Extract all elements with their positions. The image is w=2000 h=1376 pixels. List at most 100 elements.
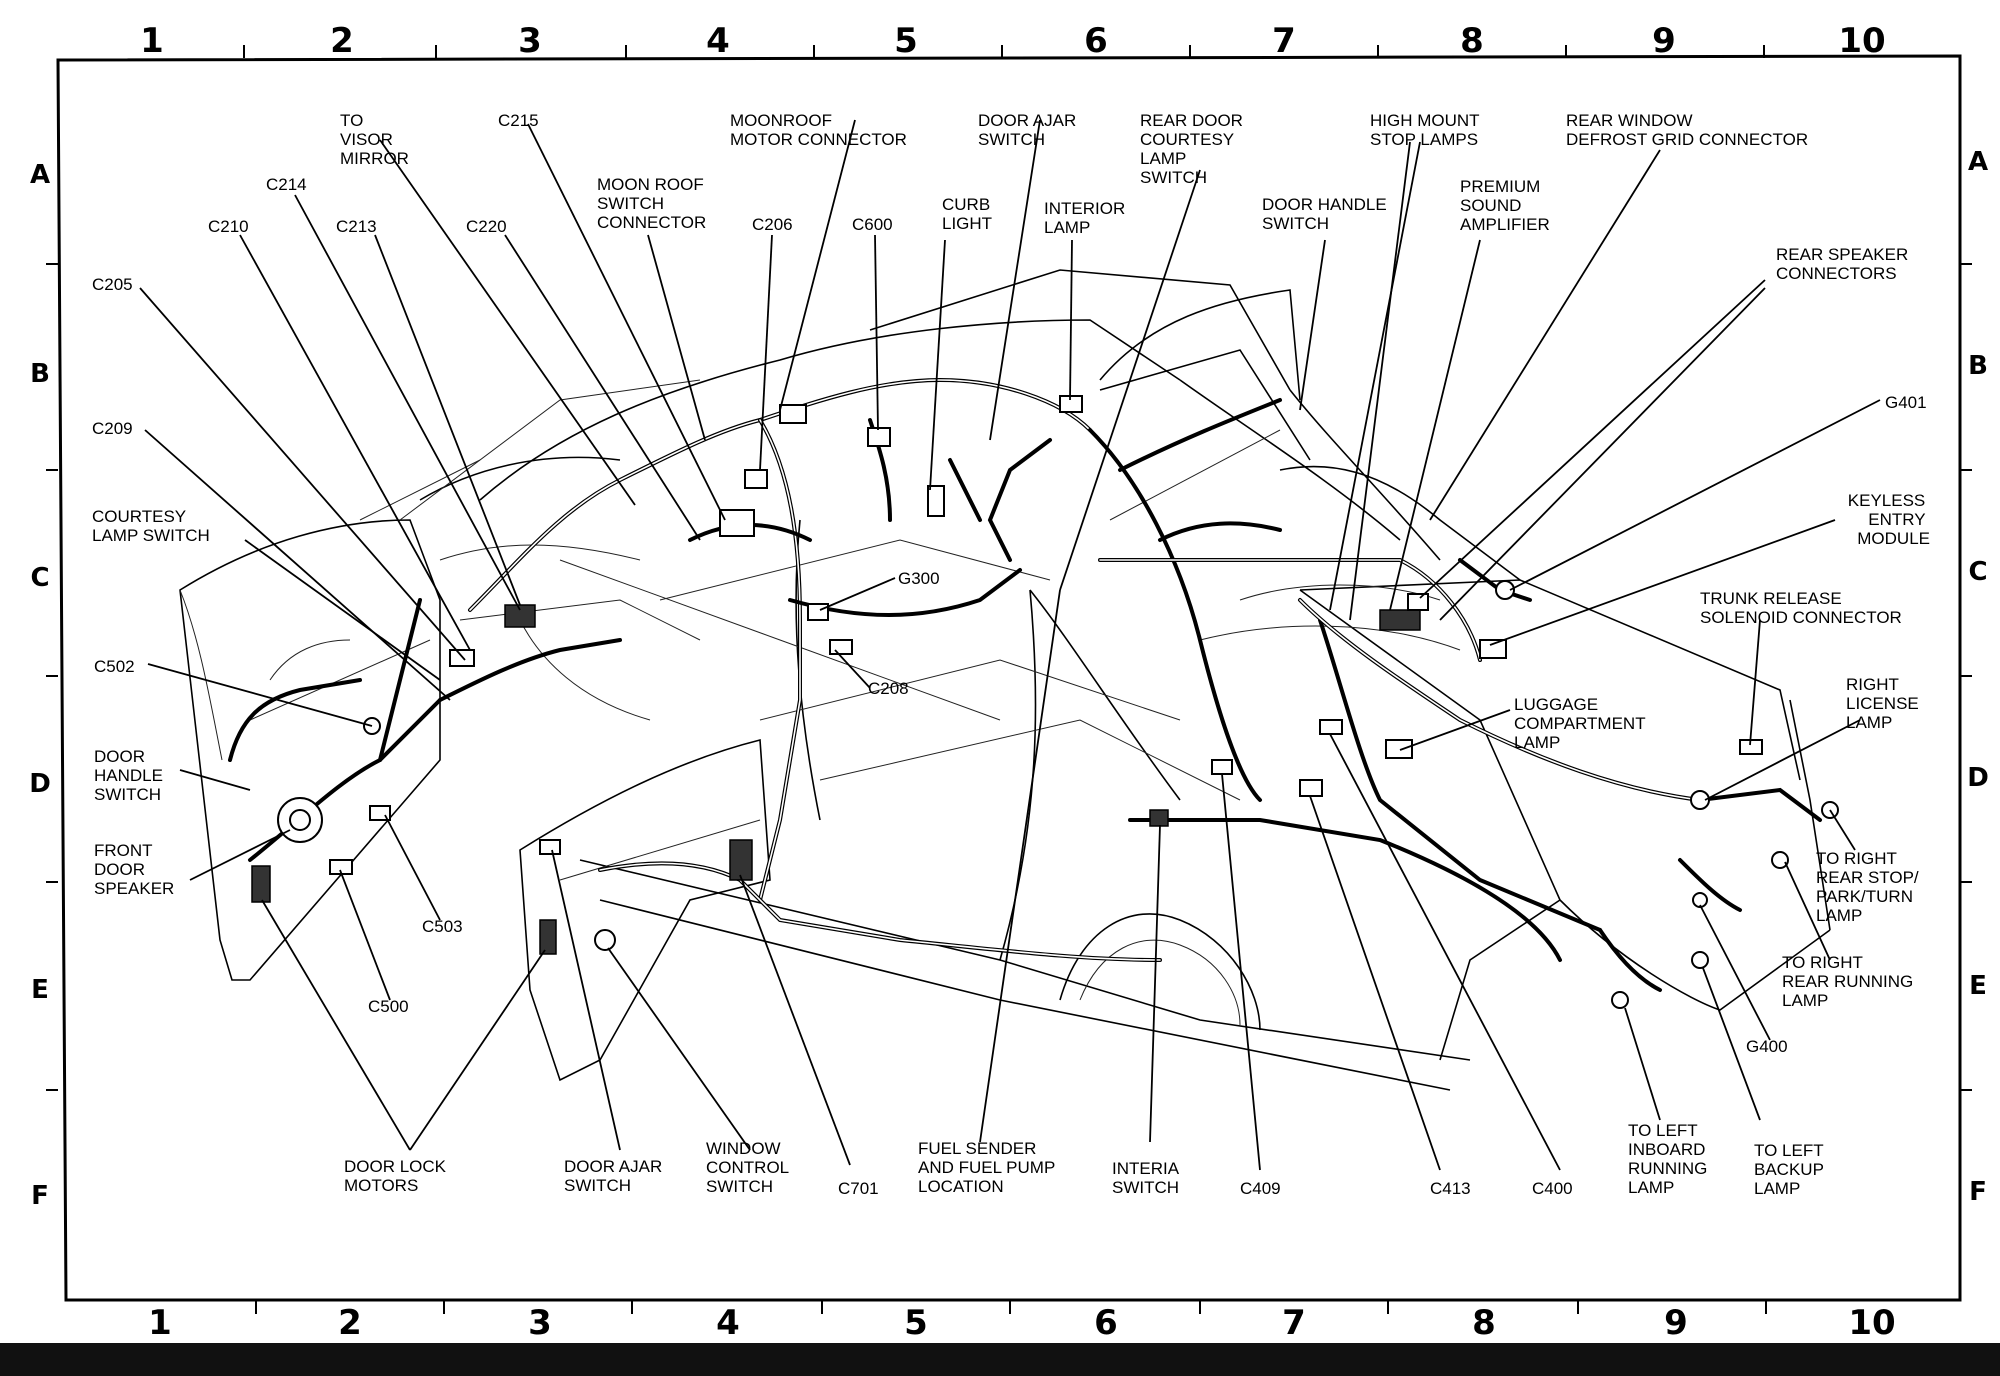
row-label: F [1969,1177,1987,1207]
grommet-g401 [1495,580,1515,600]
col-label: 2 [338,1303,362,1343]
row-label: D [1967,763,1989,793]
row-label: F [31,1181,49,1211]
col-label: 1 [148,1303,172,1343]
label-to-left-inboard-running-lamp: TO LEFT INBOARD RUNNING LAMP [1628,1121,1712,1197]
label-c206: C206 [752,215,793,234]
connector-c400 [1319,719,1343,735]
col-label: 4 [716,1303,740,1343]
label-c209: C209 [92,419,133,438]
connector-moonroof-motor [779,404,807,424]
label-door-ajar-switch-bottom: DOOR AJAR SWITCH [564,1157,667,1195]
connector-c210 [449,649,475,667]
label-c500: C500 [368,997,409,1016]
col-label: 8 [1460,21,1484,61]
label-rear-door-courtesy-lamp-switch: REAR DOOR COURTESY LAMP SWITCH [1140,111,1248,187]
connector-keyless [1479,639,1507,659]
label-g400: G400 [1746,1037,1788,1056]
label-c208: C208 [868,679,909,698]
connector-rear-speaker [1407,593,1429,611]
wiring-harness [228,377,1822,992]
col-label: 3 [528,1303,552,1343]
label-front-door-speaker: FRONT DOOR SPEAKER [94,841,174,898]
label-keyless-entry-module: KEYLESS ENTRY MODULE [1848,491,1930,548]
diagram-frame [56,54,1962,1302]
connector-interia-switch [1149,809,1169,827]
connector-c409 [1211,759,1233,775]
col-label: 6 [1084,21,1108,61]
label-interior-lamp: INTERIOR LAMP [1044,199,1130,237]
connector-c600 [867,427,891,447]
label-luggage-compartment-lamp: LUGGAGE COMPARTMENT LAMP [1514,695,1650,752]
label-courtesy-lamp-switch: COURTESY LAMP SWITCH [92,507,210,545]
bottom-ruler [255,1300,1767,1314]
row-label: E [31,975,49,1005]
col-label: 4 [706,21,730,61]
speaker-grille [289,809,311,831]
label-rear-window-defrost-grid-connector: REAR WINDOW DEFROST GRID CONNECTOR [1566,111,1808,149]
label-to-visor-mirror: TO VISOR MIRROR [340,111,409,168]
window-control-switch [594,929,616,951]
row-letters-right: A B C D E F [1967,147,1989,1207]
label-c503: C503 [422,917,463,936]
label-door-ajar-switch-top: DOOR AJAR SWITCH [978,111,1081,149]
connector-door-ajar-rear [539,839,561,855]
label-c215: C215 [498,111,539,130]
label-to-right-rear-stop-park-turn-lamp: TO RIGHT REAR STOP/ PARK/TURN LAMP [1816,849,1923,925]
label-c210: C210 [208,217,249,236]
label-door-handle-switch-left: DOOR HANDLE SWITCH [94,747,168,804]
connector-c215 [719,509,755,537]
lamp-socket-left-inboard [1611,991,1629,1009]
label-g401: G401 [1885,393,1927,412]
connector-c206 [744,469,768,489]
connector-g300 [807,603,829,621]
label-rear-speaker-connectors: REAR SPEAKER CONNECTORS [1776,245,1913,283]
col-label: 9 [1652,21,1676,61]
connector-interior-lamp [1059,395,1083,413]
col-label: 6 [1094,1303,1118,1343]
column-numbers-top: 1 2 3 4 5 6 7 8 9 10 [140,21,1886,61]
col-label: 5 [894,21,918,61]
label-window-control-switch: WINDOW CONTROL SWITCH [706,1139,793,1196]
label-fuel-sender-and-fuel-pump-location: FUEL SENDER AND FUEL PUMP LOCATION [918,1139,1060,1196]
label-c413: C413 [1430,1179,1471,1198]
label-moonroof-motor-connector: MOONROOF MOTOR CONNECTOR [730,111,907,149]
connector-curb-light [927,485,945,517]
top-ruler [243,45,1765,58]
label-door-handle-switch-top: DOOR HANDLE SWITCH [1262,195,1391,233]
col-label: 10 [1838,21,1885,61]
label-c409: C409 [1240,1179,1281,1198]
col-label: 2 [330,21,354,61]
label-c213: C213 [336,217,377,236]
label-interia-switch: INTERIA SWITCH [1112,1159,1183,1197]
grommet-g400 [1692,892,1708,908]
column-numbers-bottom: 1 2 3 4 5 6 7 8 9 10 [148,1303,1896,1343]
col-label: 7 [1272,21,1296,61]
label-premium-sound-amplifier: PREMIUM SOUND AMPLIFIER [1460,177,1550,234]
footer-bar [0,1343,2000,1376]
label-high-mount-stop-lamps: HIGH MOUNT STOP LAMPS [1370,111,1484,149]
leader-lines [139,119,1881,1171]
label-c205: C205 [92,275,133,294]
label-to-right-rear-running-lamp: TO RIGHT REAR RUNNING LAMP [1782,953,1918,1010]
label-trunk-release-solenoid-connector: TRUNK RELEASE SOLENOID CONNECTOR [1700,589,1902,627]
label-c214: C214 [266,175,307,194]
connector-c413 [1299,779,1323,797]
connectors [251,395,1839,1009]
label-curb-light: CURB LIGHT [942,195,995,233]
door-lock-motor-rear [539,919,557,955]
col-label: 3 [518,21,542,61]
row-label: C [30,563,49,593]
connector-c701 [729,839,753,881]
label-c400: C400 [1532,1179,1573,1198]
col-label: 1 [140,21,164,61]
lamp-socket-right-running [1771,851,1789,869]
lamp-socket-license [1690,790,1710,810]
label-c220: C220 [466,217,507,236]
connector-luggage-lamp [1385,739,1413,759]
label-g300: G300 [898,569,940,588]
label-c701: C701 [838,1179,879,1198]
row-label: B [30,359,50,389]
row-label: A [1968,147,1988,177]
